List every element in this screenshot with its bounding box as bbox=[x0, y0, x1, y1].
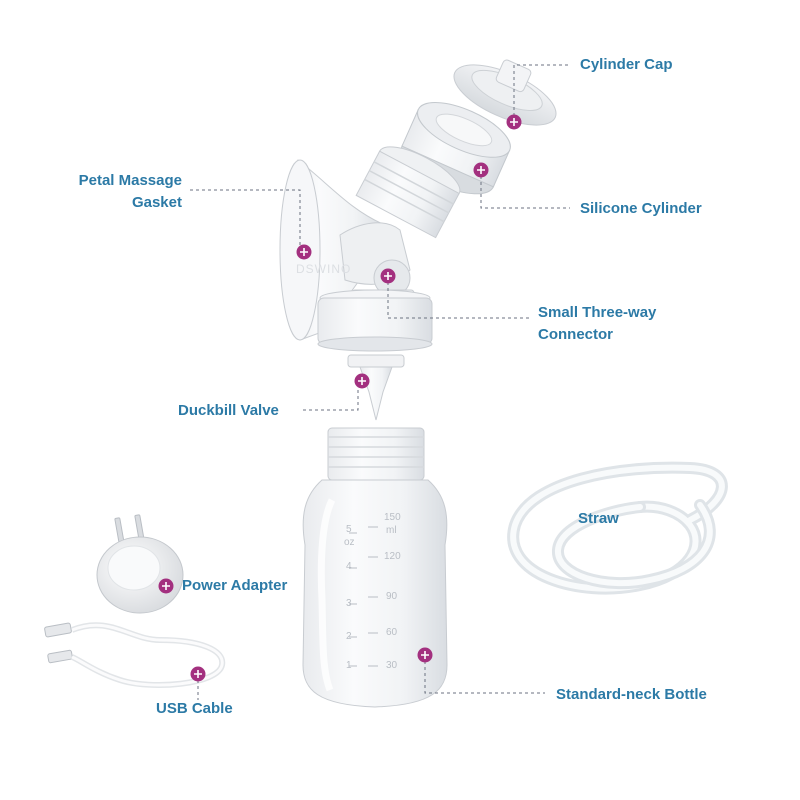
label-standard-neck-bottle: Standard-neck Bottle bbox=[556, 686, 707, 703]
label-petal-massage-gasket: Petal Massage Gasket bbox=[40, 170, 182, 214]
standard-neck-bottle bbox=[302, 427, 448, 708]
scale-oz-label: oz bbox=[344, 537, 355, 548]
scale-ml-label: 90 bbox=[386, 591, 398, 602]
watermark: DSWINO bbox=[296, 262, 352, 276]
marker-power-adapter bbox=[158, 578, 174, 594]
leader-lines bbox=[190, 64, 570, 700]
label-small-three-way-connector: Small Three-way Connector bbox=[538, 302, 656, 346]
marker-standard-neck-bottle bbox=[417, 647, 433, 663]
label-connector-line1: Small Three-way bbox=[538, 304, 657, 321]
label-duckbill-valve: Duckbill Valve bbox=[178, 402, 279, 419]
label-petal-line2: Gasket bbox=[131, 194, 182, 211]
small-three-way-connector bbox=[317, 289, 433, 352]
scale-oz-label: 2 bbox=[346, 631, 352, 642]
duckbill-valve bbox=[347, 354, 405, 421]
marker-silicone-cylinder bbox=[473, 162, 489, 178]
pump-body-neck bbox=[355, 146, 461, 239]
scale-ml-label: 120 bbox=[384, 551, 401, 562]
label-connector-line2: Connector bbox=[538, 326, 613, 343]
scale-oz-label: 5 bbox=[346, 524, 352, 535]
cylinder-cap bbox=[453, 59, 557, 126]
label-petal-line1: Petal Massage bbox=[78, 172, 182, 189]
scale-ml-label: ml bbox=[386, 525, 397, 536]
scale-ml-label: 30 bbox=[386, 660, 398, 671]
marker-cylinder-cap bbox=[506, 114, 522, 130]
label-straw: Straw bbox=[578, 510, 619, 527]
usb-cable bbox=[44, 622, 226, 688]
scale-oz-label: 3 bbox=[346, 598, 352, 609]
marker-petal-massage-gasket bbox=[296, 244, 312, 260]
label-usb-cable: USB Cable bbox=[156, 700, 233, 717]
scale-oz-label: 1 bbox=[346, 660, 352, 671]
scale-oz-label: 4 bbox=[346, 561, 352, 572]
power-adapter bbox=[96, 514, 184, 614]
label-power-adapter: Power Adapter bbox=[182, 577, 288, 594]
straw-tube bbox=[507, 461, 728, 595]
marker-duckbill-valve bbox=[354, 373, 370, 389]
marker-small-three-way-connector bbox=[380, 268, 396, 284]
scale-ml-label: 60 bbox=[386, 627, 398, 638]
marker-usb-cable bbox=[190, 666, 206, 682]
label-silicone-cylinder: Silicone Cylinder bbox=[580, 200, 702, 217]
scale-ml-label: 150 bbox=[384, 512, 401, 523]
label-cylinder-cap: Cylinder Cap bbox=[580, 56, 673, 73]
